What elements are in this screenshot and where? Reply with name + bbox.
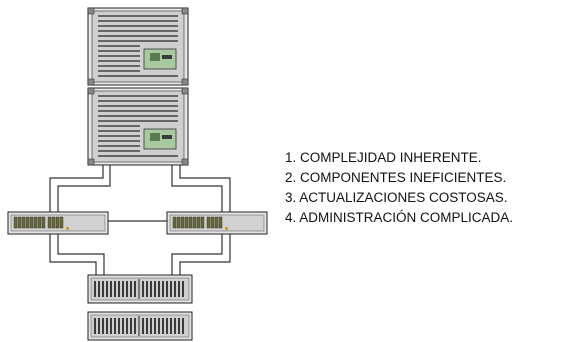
storage-array-icon — [87, 274, 193, 304]
switch-port-block — [13, 216, 64, 229]
network-switch-icon — [166, 211, 268, 235]
cable-server-to-left-switch-inner — [57, 164, 111, 213]
issue-item: 1. COMPLEJIDAD INHERENTE. — [285, 150, 482, 165]
storage-drive-bays — [94, 318, 184, 334]
cable-server-to-left-switch-outer — [49, 164, 104, 213]
switch-port-block — [172, 216, 223, 229]
server-vent-lines — [98, 15, 178, 77]
storage-drive-bays — [94, 281, 184, 297]
cable-server-to-right-switch-outer — [179, 164, 231, 213]
server-vent-lines — [98, 95, 178, 157]
issue-item: 3. ACTUALIZACIONES COSTOSAS. — [285, 190, 508, 205]
storage-array-icon — [87, 311, 193, 341]
issue-item: 4. ADMINISTRACIÓN COMPLICADA. — [285, 210, 514, 225]
cable-server-to-right-switch-inner — [171, 164, 223, 213]
issues-list: 1. COMPLEJIDAD INHERENTE. 2. COMPONENTES… — [285, 148, 513, 228]
cable-right-switch-to-storage-outer — [179, 234, 231, 276]
cable-left-switch-to-storage-inner — [57, 234, 105, 276]
cable-right-switch-to-storage-inner — [171, 234, 223, 276]
server-icon — [87, 87, 189, 166]
cables — [49, 164, 231, 276]
issue-item: 2. COMPONENTES INEFICIENTES. — [285, 170, 507, 185]
network-switch-icon — [7, 211, 109, 235]
cable-left-switch-to-storage-outer — [49, 234, 97, 276]
server-icon — [87, 7, 189, 86]
